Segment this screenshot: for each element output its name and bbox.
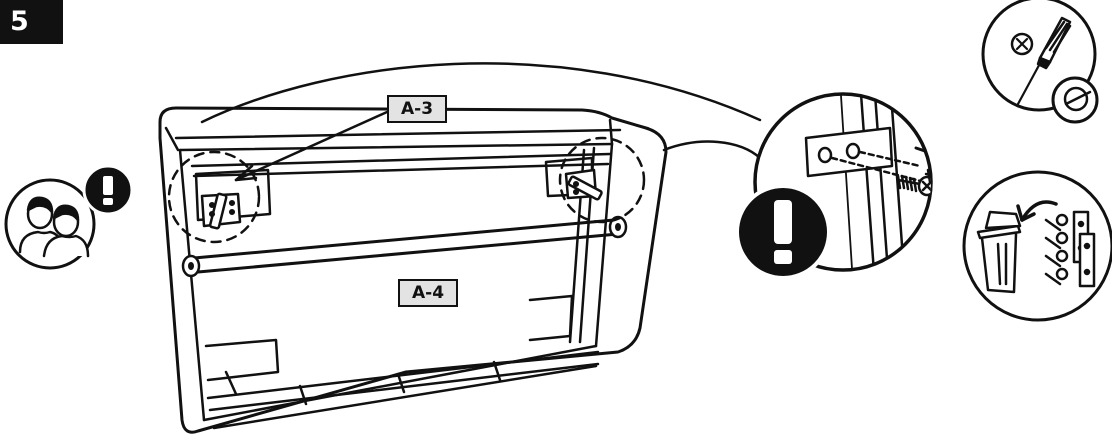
zoom-connector-bottom xyxy=(662,140,762,160)
right-bracket-detail xyxy=(544,136,646,224)
rail-rod xyxy=(181,215,628,278)
hardware-circle xyxy=(962,170,1112,322)
tool-circle xyxy=(981,0,1099,124)
phillips-head-icon xyxy=(1010,32,1034,56)
curved-arrow xyxy=(1020,200,1058,222)
screw-pair xyxy=(896,168,931,197)
leftover-brackets xyxy=(1072,210,1096,288)
pointer-line xyxy=(234,110,389,182)
pointer-arrowhead xyxy=(234,164,258,182)
left-bracket-detail xyxy=(167,150,272,244)
warning-badge xyxy=(735,184,831,280)
leftover-screws xyxy=(1044,213,1069,286)
part-label-a3: A-3 xyxy=(387,95,448,123)
cabinet-frame xyxy=(158,106,668,434)
step-number-badge: 5 xyxy=(0,0,63,44)
part-label-a4: A-4 xyxy=(398,279,459,307)
exclamation-icon xyxy=(103,176,113,195)
two-person-icon xyxy=(4,178,96,270)
phillips-screwdriver-icon xyxy=(1016,16,1072,106)
exclamation-icon xyxy=(774,200,792,244)
two-person-warning xyxy=(82,164,134,216)
trash-bin-icon xyxy=(976,210,1022,294)
zoom-connector-top xyxy=(200,62,762,124)
tape-roll-icon xyxy=(1051,76,1099,124)
